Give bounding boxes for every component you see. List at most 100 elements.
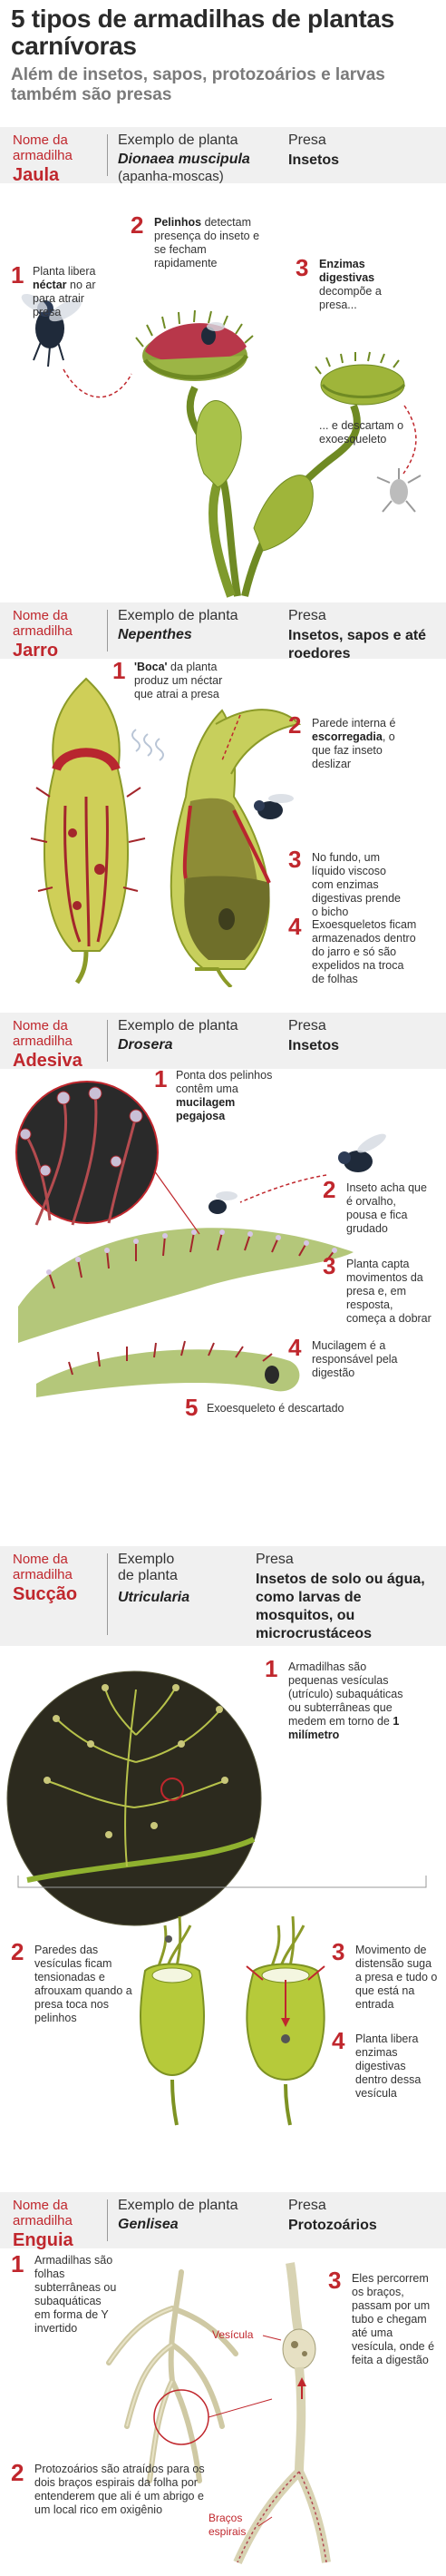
step-text: Planta capta movimentos da presa e, em r… xyxy=(346,1258,431,1325)
step-number: 1 xyxy=(112,657,126,684)
prey-label: Presa xyxy=(288,132,326,148)
step-text: Ponta dos pelinhos contêm uma mucilagem … xyxy=(176,1069,273,1122)
plant-example-label: Exemplo de planta xyxy=(118,1018,238,1033)
prey-value: Insetos, sapos e até roedores xyxy=(288,628,427,661)
step-number: 4 xyxy=(288,913,302,940)
step-number: 2 xyxy=(288,711,302,739)
step-number: 3 xyxy=(296,254,309,281)
prey-value: Protozoários xyxy=(288,2218,377,2233)
fly-icon xyxy=(21,293,82,367)
step-text: Mucilagem é a responsável pela digestão xyxy=(312,1339,398,1379)
step-number: 3 xyxy=(332,1938,345,1965)
plant-common-name: (apanha-moscas) xyxy=(118,169,224,184)
page-subtitle: Além de insetos, sapos, protozoários e l… xyxy=(11,65,385,104)
trap-header-enguia: Nome da armadilha Enguia Exemplo de plan… xyxy=(0,2192,446,2250)
step-number: 3 xyxy=(323,1252,336,1279)
step-number: 3 xyxy=(328,2267,342,2294)
step-text: Paredes das vesículas ficam tensionadas … xyxy=(34,1944,132,2024)
fly-icon xyxy=(338,1133,386,1172)
step-text: Armadilhas são folhas subterrâneas ou su… xyxy=(34,2254,117,2335)
trap-name-label: Nome da armadilha xyxy=(13,132,73,163)
prey-label: Presa xyxy=(288,2198,326,2213)
step-number: 5 xyxy=(185,1394,199,1421)
page-title: 5 tipos de armadilhas de plantas carnívo… xyxy=(11,5,394,60)
y-shaped-leaves xyxy=(106,2269,273,2483)
curling-leaf xyxy=(36,1340,300,1397)
divider xyxy=(107,2199,108,2241)
step-number: 3 xyxy=(288,846,302,873)
nepenthes-pitcher-illustration xyxy=(30,677,302,987)
step-text: Movimento de distensão suga a presa e tu… xyxy=(355,1944,438,2011)
divider xyxy=(107,1020,108,1062)
step-text: Planta libera enzimas digestivas dentro … xyxy=(355,2032,422,2100)
open-trap xyxy=(135,309,254,381)
trap-name-label: Nome da armadilha xyxy=(13,608,73,639)
step-text: Enzimas digestivas decompõe a presa... xyxy=(319,258,382,311)
step-text: Exoesqueleto é descartado xyxy=(207,1402,344,1415)
plant-name: Nepenthes xyxy=(118,627,192,642)
drosera-illustration xyxy=(15,1081,386,1397)
step-text: Planta libera néctar no ar para atrair p… xyxy=(33,265,96,318)
fly-icon xyxy=(201,322,225,345)
plant-name: Dionaea muscipula xyxy=(118,152,250,167)
plant-example-label: Exemplo de planta xyxy=(118,2198,238,2213)
fly-icon xyxy=(208,1191,238,1214)
step-text: Armadilhas são pequenas vesículas (utríc… xyxy=(288,1660,403,1741)
step-number: 1 xyxy=(154,1065,168,1092)
divider xyxy=(107,134,108,176)
trap-type: Adesiva xyxy=(13,1051,82,1071)
zoomed-trap-tube xyxy=(233,2262,331,2565)
step-number: 1 xyxy=(11,2250,24,2277)
venus-flytrap-illustration xyxy=(21,293,422,598)
plant-name: Utricularia xyxy=(118,1590,190,1605)
divider xyxy=(107,1553,108,1635)
vesicle-relaxed xyxy=(140,1915,205,2126)
exoskeleton-icon xyxy=(376,468,422,513)
step-text: Parede interna é escorregadia, o que faz… xyxy=(312,717,396,770)
prey-value: Insetos de solo ou água, como larvas de … xyxy=(256,1572,425,1641)
trap-type: Enguia xyxy=(13,2230,73,2250)
trap-name-label: Nome da armadilha xyxy=(13,1552,73,1582)
vesicle-suction xyxy=(246,1915,325,2126)
callout-vesicle: Vesícula xyxy=(212,2328,254,2341)
fly-icon xyxy=(254,794,294,819)
genlisea-illustration xyxy=(106,2262,331,2565)
trap-type: Jarro xyxy=(13,641,59,661)
plant-name: Genlisea xyxy=(118,2217,179,2232)
trap-name-label: Nome da armadilha xyxy=(13,1018,73,1049)
plant-example-label: Exemplo de planta xyxy=(118,608,238,623)
sticky-leaf xyxy=(18,1228,354,1343)
step-text: Exoesqueletos ficam armazenados dentro d… xyxy=(312,918,417,985)
callout-spiral-arms: Braços espirais xyxy=(208,2512,247,2538)
step-number: 2 xyxy=(11,2459,24,2486)
prey-label: Presa xyxy=(288,608,326,623)
prey-value: Insetos xyxy=(288,152,340,168)
prey-label: Presa xyxy=(256,1552,294,1567)
utricularia-illustration xyxy=(6,1670,427,2126)
step-text: ... e descartam o exoesqueleto xyxy=(319,419,404,446)
plant-example-label: Exemplo de planta xyxy=(118,132,238,148)
prey-label: Presa xyxy=(288,1018,326,1033)
step-number: 1 xyxy=(265,1655,278,1682)
pitcher-cross-section xyxy=(170,709,302,987)
step-number: 4 xyxy=(332,2027,345,2054)
trap-type: Jaula xyxy=(13,165,60,185)
trap-header-jarro: Nome da armadilha Jarro Exemplo de plant… xyxy=(0,602,446,661)
step-text: Protozoários são atraídos para os dois b… xyxy=(34,2463,205,2516)
step-number: 1 xyxy=(11,261,24,289)
step-text: Inseto acha que é orvalho, pousa e fica … xyxy=(346,1181,427,1235)
step-text: 'Boca' da planta produz um néctar que at… xyxy=(134,661,223,700)
step-text: Pelinhos detectam presença do inseto e s… xyxy=(154,216,260,269)
plant-name: Drosera xyxy=(118,1037,173,1053)
step-text: Eles percorrem os braços, passam por um … xyxy=(352,2272,435,2366)
trap-header-adesiva: Nome da armadilha Adesiva Exemplo de pla… xyxy=(0,1013,446,1071)
underwater-plant-circle xyxy=(6,1670,262,1926)
closed-trap xyxy=(315,351,406,406)
trap-header-jaula: Nome da armadilha Jaula Exemplo de plant… xyxy=(0,127,446,185)
step-number: 2 xyxy=(323,1176,336,1203)
zoom-circle xyxy=(15,1081,159,1226)
step-text: No fundo, um líquido viscoso com enzimas… xyxy=(312,851,401,918)
step-number: 2 xyxy=(11,1938,24,1965)
